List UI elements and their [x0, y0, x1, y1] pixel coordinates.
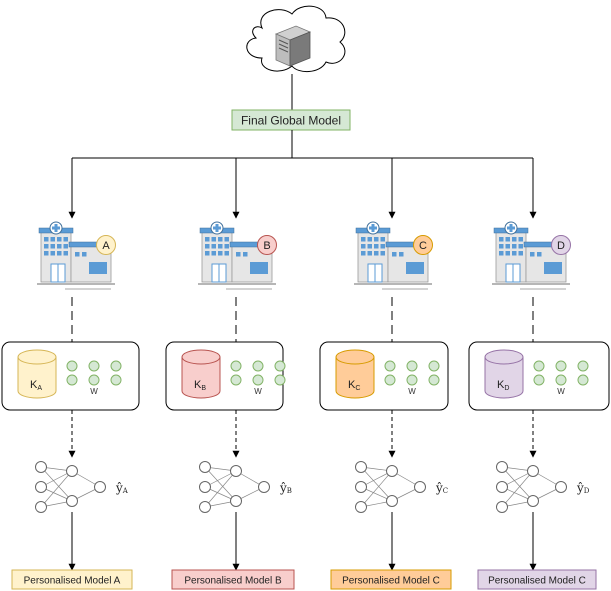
neural-network-icon	[355, 461, 426, 513]
database-cylinder-icon: KA	[17, 349, 57, 399]
weight-node	[252, 360, 264, 372]
site-letter-badge: D	[551, 235, 571, 255]
personalised-model-box	[330, 569, 452, 590]
hidden-neuron	[386, 465, 398, 477]
weight-node	[577, 360, 589, 372]
input-neuron	[496, 501, 508, 513]
weights-label: W	[90, 387, 98, 396]
neural-network-icon	[496, 461, 567, 513]
weight-node	[230, 374, 242, 386]
weight-node	[428, 360, 440, 372]
site-d: D KD WŷD Personalised Model C	[468, 158, 610, 590]
weight-node	[384, 360, 396, 372]
personalised-model-box	[171, 569, 295, 590]
site-letter-badge: A	[96, 235, 116, 255]
input-neuron	[199, 461, 211, 473]
hidden-neuron	[230, 495, 242, 507]
output-neuron	[258, 481, 270, 493]
weight-node	[110, 374, 122, 386]
input-neuron	[355, 501, 367, 513]
input-neuron	[35, 461, 47, 473]
weight-node	[88, 374, 100, 386]
hidden-neuron	[527, 465, 539, 477]
hidden-neuron	[66, 465, 78, 477]
weight-node	[428, 374, 440, 386]
server-icon	[274, 25, 312, 67]
prediction-label: ŷB	[279, 481, 292, 495]
weight-nodes: W	[66, 360, 122, 396]
site-letter: B	[263, 240, 270, 252]
weight-node	[533, 374, 545, 386]
database-cylinder-icon: KD	[484, 349, 524, 399]
site-letter-badge: C	[413, 235, 433, 255]
hospital-building-icon	[492, 221, 570, 290]
weights-label: W	[557, 387, 565, 396]
hidden-neuron	[66, 495, 78, 507]
weight-node	[230, 360, 242, 372]
personalised-model-box	[11, 569, 133, 590]
hospital-building-icon	[354, 221, 432, 290]
personalised-model-label: Personalised Model C	[342, 576, 440, 587]
input-neuron	[355, 461, 367, 473]
hidden-neuron	[230, 465, 242, 477]
prediction-label: ŷC	[435, 481, 448, 495]
personalised-model-label: Personalised Model B	[184, 576, 282, 587]
personalised-model-label: Personalised Model C	[488, 576, 586, 587]
site-letter-badge: B	[257, 235, 277, 255]
prediction-label: ŷA	[115, 481, 129, 495]
site-c: C KC WŷC Personalised Model C	[319, 158, 452, 590]
output-neuron	[414, 481, 426, 493]
input-neuron	[496, 461, 508, 473]
weight-node	[533, 360, 545, 372]
site-letter: C	[419, 240, 427, 252]
site-a: A KA WŷA Personalised Model A	[1, 158, 140, 590]
weight-node	[274, 360, 286, 372]
input-neuron	[35, 501, 47, 513]
weight-node	[577, 374, 589, 386]
neural-network-icon	[199, 461, 270, 513]
weight-node	[110, 360, 122, 372]
weight-nodes: W	[230, 360, 286, 396]
weights-label: W	[408, 387, 416, 396]
input-neuron	[496, 481, 508, 493]
output-neuron	[94, 481, 106, 493]
output-neuron	[555, 481, 567, 493]
weight-node	[406, 374, 418, 386]
neural-network-icon	[35, 461, 106, 513]
hidden-neuron	[386, 495, 398, 507]
input-neuron	[355, 481, 367, 493]
weight-node	[384, 374, 396, 386]
database-cylinder-icon: KC	[335, 349, 375, 399]
weight-node	[555, 374, 567, 386]
personalised-model-label: Personalised Model A	[24, 576, 121, 587]
global-model-box: Final Global Model	[231, 109, 351, 131]
weight-nodes: W	[384, 360, 440, 396]
weight-nodes: W	[533, 360, 589, 396]
hospital-building-icon	[37, 221, 115, 290]
site-b: B KB WŷB Personalised Model B	[165, 158, 295, 590]
weight-node	[88, 360, 100, 372]
sites-layer: A KA WŷA Personalised Model A B KB WŷB Personal…	[1, 158, 610, 590]
database-cylinder-icon: KB	[181, 349, 221, 399]
weight-node	[555, 360, 567, 372]
input-neuron	[199, 501, 211, 513]
prediction-label: ŷD	[576, 481, 590, 495]
input-neuron	[199, 481, 211, 493]
global-model-label: Final Global Model	[241, 114, 341, 128]
weight-node	[274, 374, 286, 386]
input-neuron	[35, 481, 47, 493]
personalised-model-box	[477, 569, 597, 590]
weight-node	[406, 360, 418, 372]
weight-node	[66, 360, 78, 372]
site-letter: A	[102, 240, 110, 252]
site-letter: D	[557, 240, 565, 252]
hospital-building-icon	[198, 221, 276, 290]
weight-node	[252, 374, 264, 386]
hidden-neuron	[527, 495, 539, 507]
weight-node	[66, 374, 78, 386]
weights-label: W	[254, 387, 262, 396]
